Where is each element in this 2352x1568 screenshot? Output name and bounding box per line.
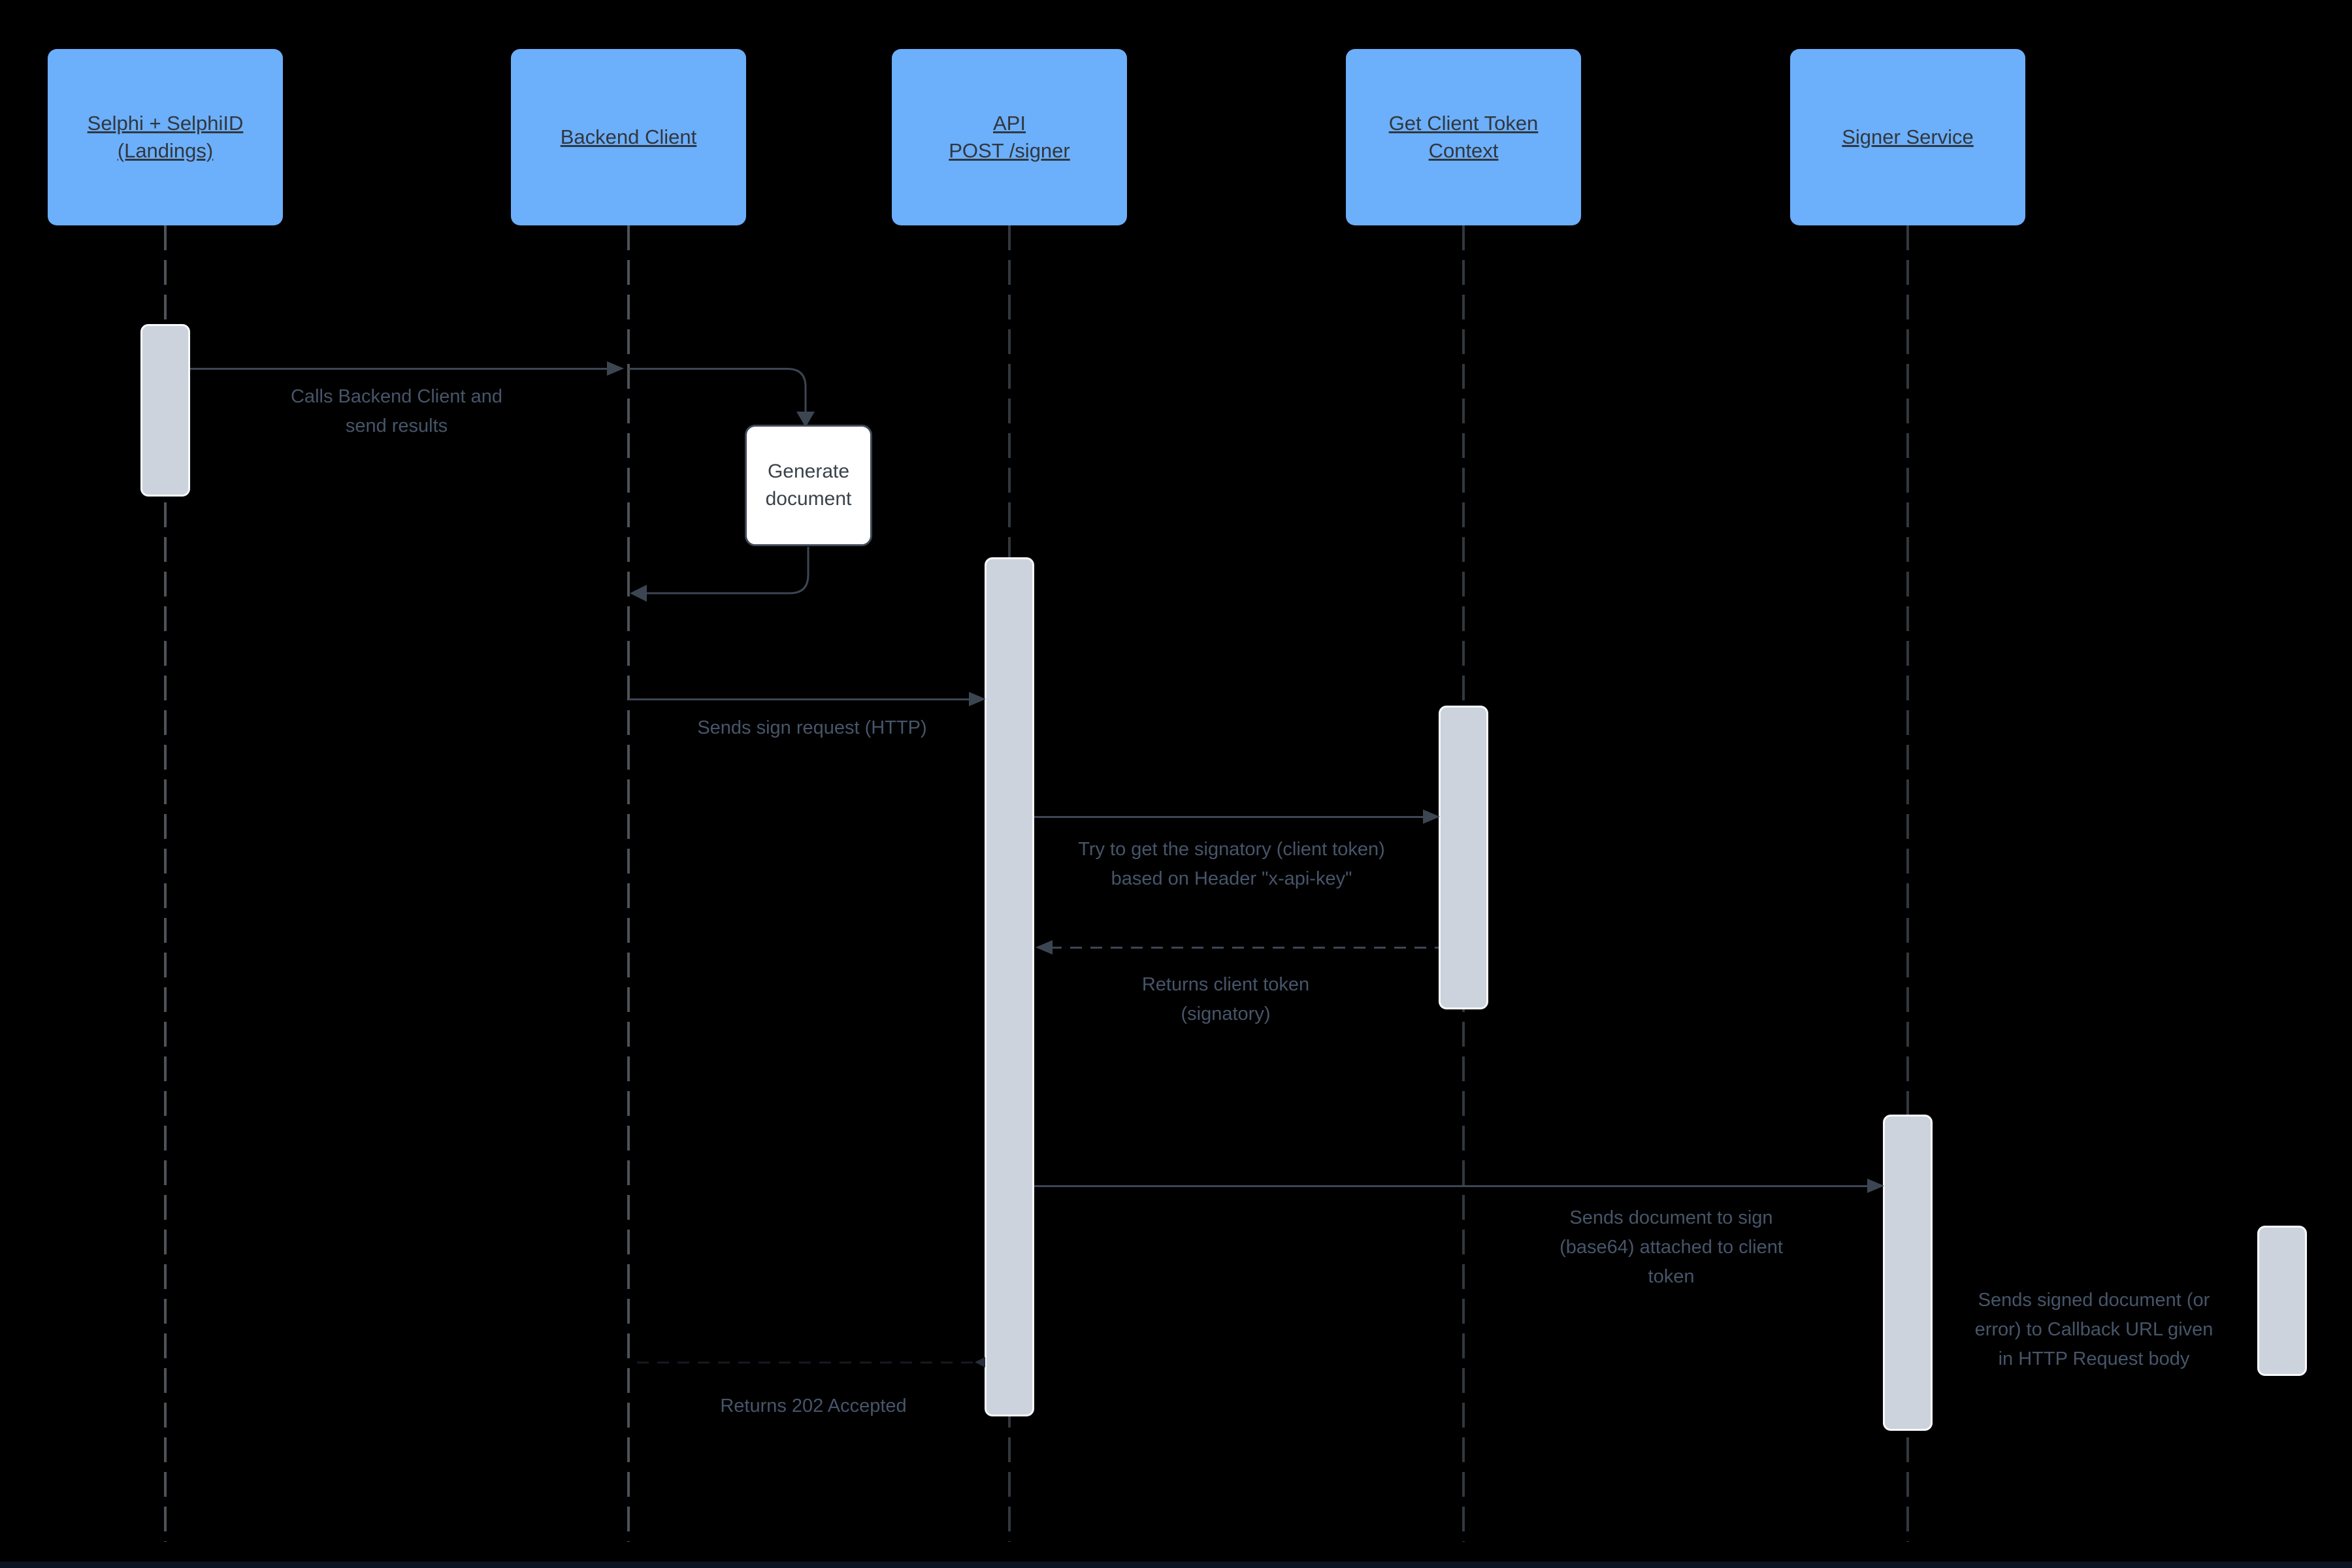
message-arrow-sends-document xyxy=(1034,1185,1867,1187)
message-label: Sends document to sign (base64) attached… xyxy=(1560,1207,1783,1287)
lifeline-signer-service xyxy=(1906,225,1909,1542)
arrowhead-right-icon xyxy=(607,361,624,376)
lifeline-selphi xyxy=(164,225,167,1542)
activation-bar-signer xyxy=(1883,1115,1933,1431)
participant-box-api-post-signer: API POST /signer xyxy=(892,49,1127,225)
message-arrow-sign-request xyxy=(629,698,970,700)
message-label: Returns 202 Accepted xyxy=(720,1396,907,1416)
arrowhead-left-icon xyxy=(1036,940,1053,955)
participant-box-selphi: Selphi + SelphiID (Landings) xyxy=(48,49,283,225)
arrowhead-right-icon xyxy=(969,692,986,706)
generate-document-box: Generate document xyxy=(745,425,872,546)
self-loop-out-path xyxy=(629,368,807,413)
lifeline-backend-client xyxy=(627,225,630,1542)
message-arrow-get-signatory xyxy=(1034,816,1424,818)
bottom-edge-strip xyxy=(0,1561,2352,1568)
activation-bar-token-context xyxy=(1439,706,1488,1009)
participant-box-backend-client: Backend Client xyxy=(511,49,746,225)
arrowhead-left-icon xyxy=(975,1357,985,1367)
message-label: Sends sign request (HTTP) xyxy=(697,717,927,738)
participant-box-signer-service: Signer Service xyxy=(1790,49,2025,225)
participant-label: Get Client Token Context xyxy=(1388,112,1539,162)
arrowhead-right-icon xyxy=(1423,809,1440,824)
message-arrow-calls-backend xyxy=(190,368,608,370)
activation-bar-selphi xyxy=(140,324,190,497)
message-label: Sends signed document (or error) to Call… xyxy=(1974,1290,2213,1369)
participant-label: API POST /signer xyxy=(949,112,1070,162)
participant-box-get-client-token: Get Client Token Context xyxy=(1346,49,1581,225)
activation-bar-callback xyxy=(2257,1226,2307,1376)
participant-label: Selphi + SelphiID (Landings) xyxy=(87,112,244,162)
message-label: Try to get the signatory (client token) … xyxy=(1078,839,1385,889)
arrowhead-left-icon xyxy=(630,585,647,602)
message-label: Returns client token (signatory) xyxy=(1141,974,1310,1024)
message-arrow-returns-token xyxy=(1050,947,1439,949)
message-label: Calls Backend Client and send results xyxy=(290,386,503,436)
arrowhead-right-icon xyxy=(1867,1179,1884,1193)
message-arrow-returns-202 xyxy=(637,1362,983,1364)
self-loop-return-path xyxy=(647,547,809,595)
participant-label: Backend Client xyxy=(560,125,697,148)
activation-bar-api xyxy=(985,557,1034,1416)
generate-document-label: Generate document xyxy=(765,461,852,510)
participant-label: Signer Service xyxy=(1842,125,1974,148)
